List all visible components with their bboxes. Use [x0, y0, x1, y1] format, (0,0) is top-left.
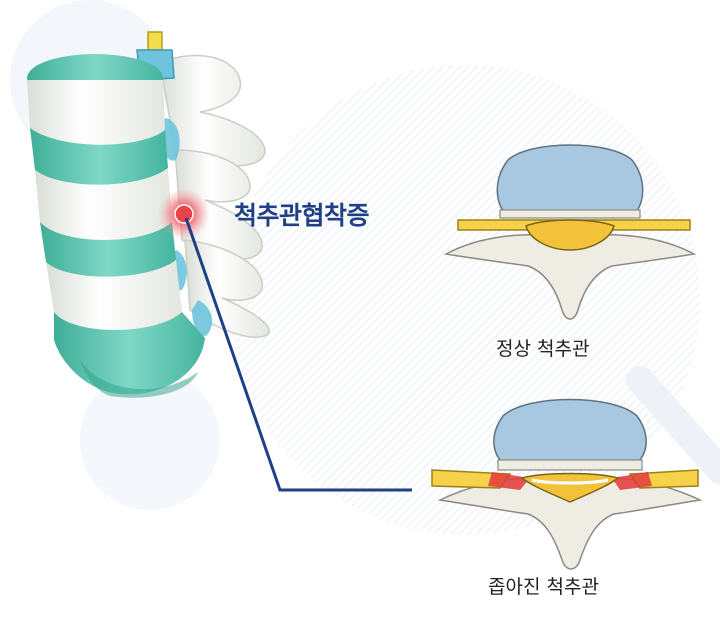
narrowed-canal-cross-section — [431, 398, 703, 570]
normal-canal-caption: 정상 척추관 — [496, 338, 590, 360]
connector-line — [184, 217, 412, 492]
spinous-process-upper — [159, 54, 266, 167]
pain-point-marker — [158, 188, 210, 240]
normal-spinal-canal — [525, 219, 615, 251]
normal-canal-cross-section — [443, 144, 697, 320]
diagram-title: 척추관협착증 — [234, 201, 370, 230]
narrowed-vertebral-body — [493, 398, 647, 463]
spine-illustration — [27, 31, 270, 398]
normal-vertebral-body — [496, 144, 644, 213]
narrowed-canal-caption: 좁아진 척추관 — [488, 576, 599, 598]
nerve-root-top — [147, 31, 163, 51]
compression-zones — [488, 472, 652, 490]
